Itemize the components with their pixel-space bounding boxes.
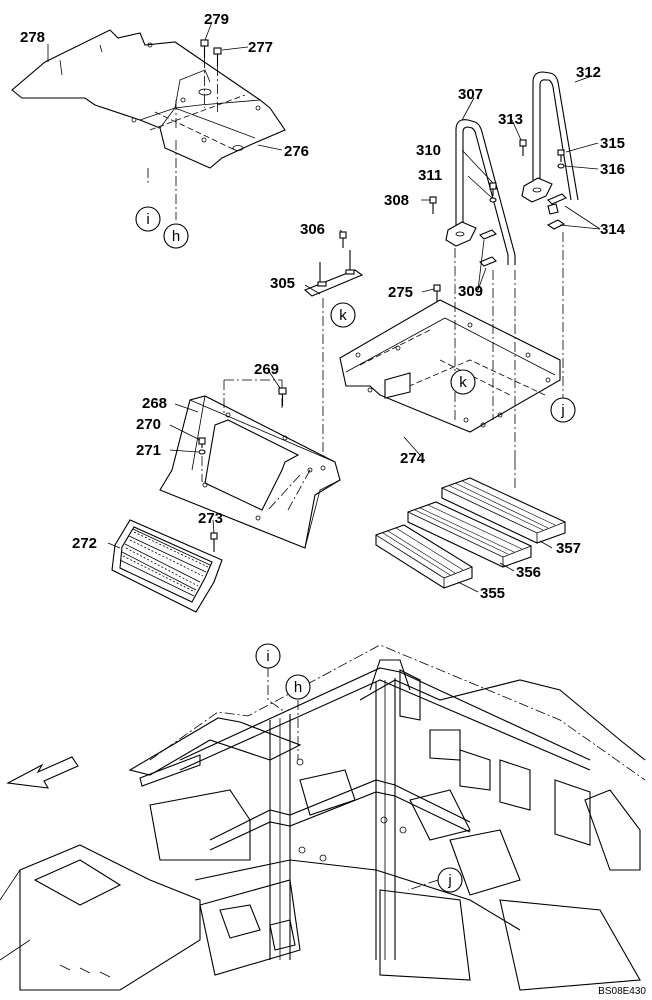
ref-letter: i (266, 648, 269, 665)
part-label-273: 273 (198, 510, 223, 527)
part-label-307: 307 (458, 86, 483, 103)
part-label-314: 314 (600, 221, 626, 238)
ref-letter: i (146, 211, 149, 228)
part-label-277: 277 (248, 39, 273, 56)
part-label-306: 306 (300, 221, 325, 238)
bolt-306 (339, 231, 347, 248)
mat-356 (407, 501, 532, 568)
bolt-308 (429, 196, 437, 214)
bolt-315 (557, 149, 565, 162)
ref-circle-k-bracket: k (330, 302, 356, 328)
part-label-275: 275 (388, 284, 413, 301)
grille-272 (111, 519, 223, 613)
bracket-305 (303, 250, 364, 297)
part-label-357: 357 (556, 540, 581, 557)
ref-circle-h-frame: h (285, 674, 311, 700)
bolt-277 (213, 47, 222, 112)
mat-357 (441, 477, 566, 544)
part-label-279: 279 (204, 11, 229, 28)
part-label-312: 312 (576, 64, 601, 81)
bracket-309 (479, 229, 497, 267)
bolt-279 (200, 39, 209, 108)
part-label-274: 274 (400, 450, 426, 467)
bolt-270 (198, 437, 206, 448)
part-label-316: 316 (600, 161, 625, 178)
part-label-270: 270 (136, 416, 161, 433)
ref-letter: k (339, 307, 347, 324)
cover-268 (159, 395, 341, 549)
ref-circle-k-plate: k (450, 369, 476, 395)
floor-plate-276 (11, 29, 286, 169)
part-label-356: 356 (516, 564, 541, 581)
ref-circle-h-top: h (163, 223, 189, 249)
nut-311 (489, 197, 497, 203)
part-label-310: 310 (416, 142, 441, 159)
plate-274 (339, 299, 561, 433)
ref-circle-j-plate: j (550, 397, 576, 423)
bolt-313 (519, 139, 527, 156)
bolt-310 (489, 182, 497, 196)
ref-circle-i-top: i (135, 206, 161, 232)
part-label-309: 309 (458, 283, 483, 300)
ref-letter: h (294, 679, 302, 696)
ref-circle-j-frame: j (437, 867, 463, 893)
part-label-271: 271 (136, 442, 161, 459)
nut-316 (557, 163, 565, 169)
bolt-269 (278, 387, 287, 406)
bolt-275 (433, 284, 441, 302)
handrail-312 (521, 71, 579, 203)
ref-letter: k (459, 374, 467, 391)
part-label-278: 278 (20, 29, 45, 46)
bracket-314 (546, 193, 567, 230)
part-label-272: 272 (72, 535, 97, 552)
drawing-code: BS08E430 (598, 986, 646, 997)
leader-lines (47, 21, 601, 593)
part-label-311: 311 (418, 167, 442, 184)
part-label-276: 276 (284, 143, 309, 160)
part-label-305: 305 (270, 275, 295, 292)
ref-circle-i-frame: i (255, 643, 281, 669)
ref-letter: j (560, 402, 564, 419)
part-label-355: 355 (480, 585, 505, 602)
washer-271 (198, 449, 206, 482)
part-label-308: 308 (384, 192, 409, 209)
part-label-313: 313 (498, 111, 523, 128)
bolt-273 (210, 532, 218, 552)
frame-assembly (0, 644, 646, 991)
part-label-315: 315 (600, 135, 625, 152)
part-label-268: 268 (142, 395, 167, 412)
ref-letter: h (172, 228, 180, 245)
mat-355 (375, 524, 473, 589)
handrail-307 (445, 119, 516, 265)
part-label-269: 269 (254, 361, 279, 378)
ref-letter: j (447, 872, 451, 889)
direction-arrow (6, 756, 79, 789)
